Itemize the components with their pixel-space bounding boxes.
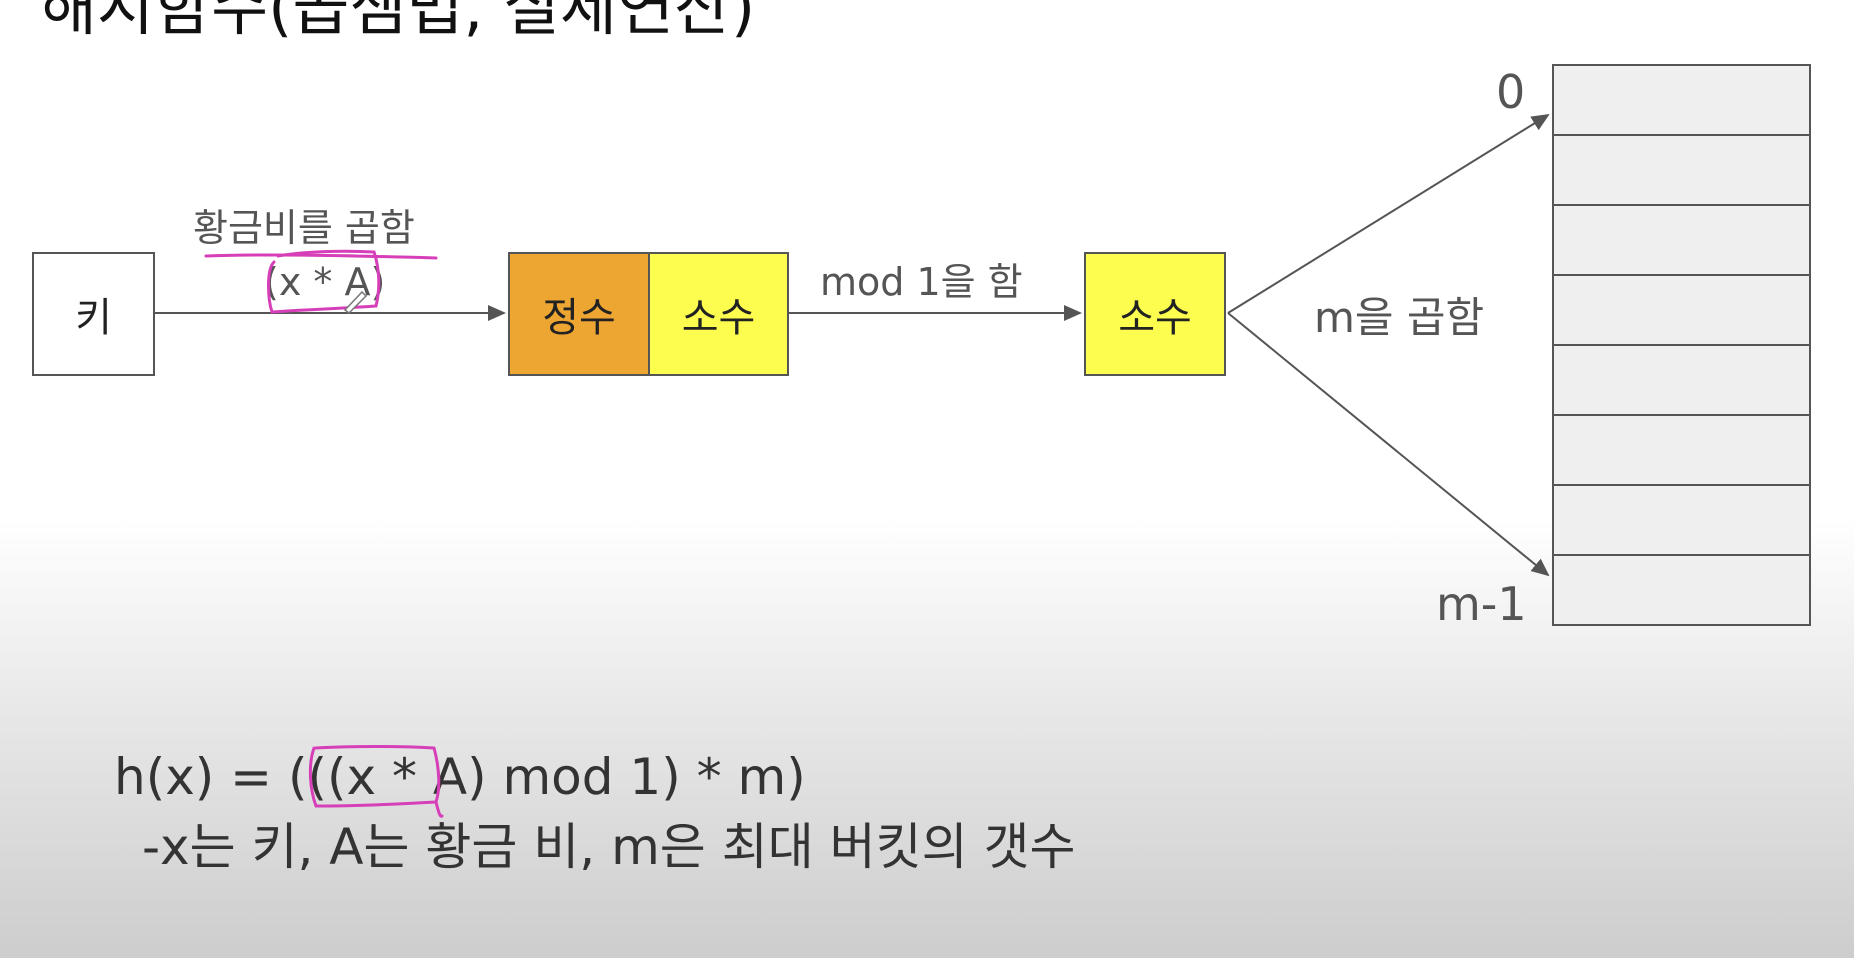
- bucket-table: [1552, 64, 1811, 626]
- pen-underline-annotation: [204, 253, 438, 260]
- key-box: 키: [32, 252, 155, 376]
- fraction-part-box: 소수: [648, 252, 789, 376]
- bucket-row: [1554, 416, 1809, 486]
- bucket-index-last: m-1: [1436, 577, 1527, 631]
- multiply-m-label: m을 곱함: [1314, 293, 1485, 342]
- arrow-to-first-bucket: [1227, 113, 1550, 314]
- key-box-label: 키: [75, 295, 112, 341]
- formula-description: -x는 키, A는 황금 비, m은 최대 버킷의 갯수: [142, 818, 1076, 876]
- hash-formula: h(x) = (((x * A) mod 1) * m): [114, 748, 806, 806]
- expression-label: (x * A): [264, 260, 386, 304]
- bucket-row: [1554, 276, 1809, 346]
- integer-part-box: 정수: [508, 252, 650, 376]
- integer-part-label: 정수: [542, 295, 616, 341]
- bucket-row: [1554, 66, 1809, 136]
- fraction-result-label: 소수: [1118, 295, 1192, 341]
- slide-title: 해시함수(곱셈법, 실세연산): [40, 0, 756, 44]
- bucket-row: [1554, 346, 1809, 416]
- bucket-row: [1554, 556, 1809, 624]
- fraction-part-label: 소수: [681, 295, 756, 341]
- mod-label: mod 1을 함: [820, 260, 1023, 304]
- bucket-row: [1554, 486, 1809, 556]
- multiply-golden-ratio-label: 황금비를 곱함: [193, 206, 415, 250]
- bucket-row: [1554, 206, 1809, 276]
- arrow-to-last-bucket: [1227, 312, 1550, 577]
- fraction-result-box: 소수: [1084, 252, 1226, 376]
- bucket-row: [1554, 136, 1809, 206]
- bucket-index-first: 0: [1496, 65, 1526, 119]
